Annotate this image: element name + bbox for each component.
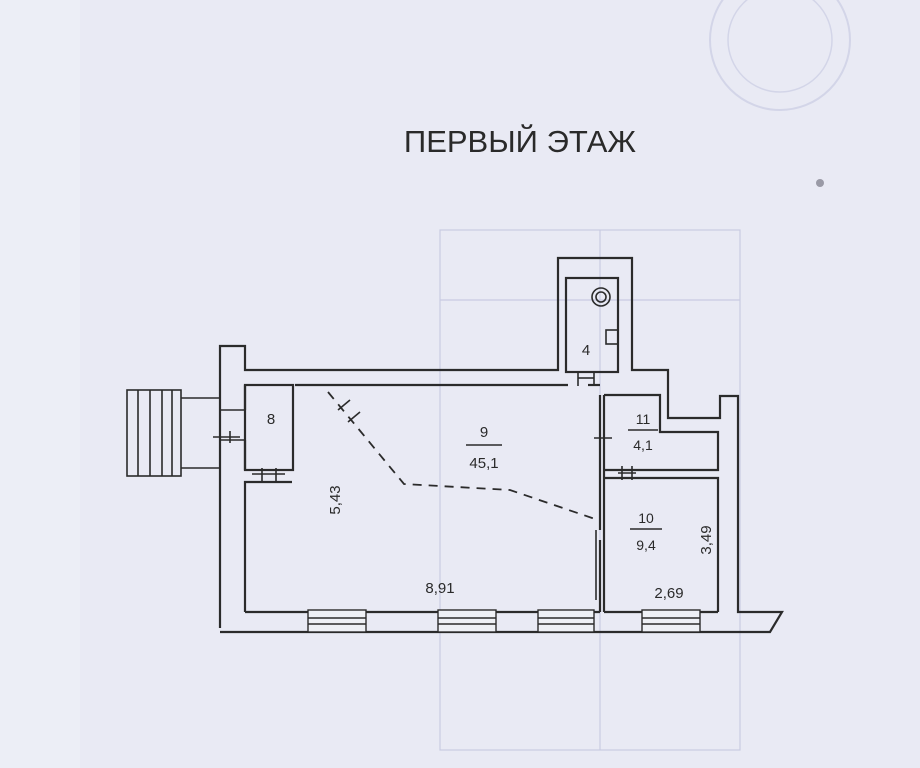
entrance-stairs xyxy=(126,389,220,477)
dashed-boundary xyxy=(327,391,599,521)
room-4-walls xyxy=(564,276,620,386)
room-9-area: 45,1 xyxy=(469,455,498,472)
room-4-number: 4 xyxy=(582,342,590,359)
room-9-number: 9 xyxy=(480,424,488,441)
room-8-number: 8 xyxy=(267,411,275,428)
windows xyxy=(307,609,701,633)
room-10-number: 10 xyxy=(638,510,654,526)
room-10-height-dimension: 3,49 xyxy=(698,525,715,554)
room-10-width-dimension: 2,69 xyxy=(654,585,683,602)
room-8-walls xyxy=(213,383,295,482)
room-11-number: 11 xyxy=(636,411,651,427)
room-11-area: 4,1 xyxy=(633,437,653,453)
right-partition xyxy=(594,393,720,612)
room-10-area: 9,4 xyxy=(636,537,656,553)
hall-height-dimension: 5,43 xyxy=(327,485,344,514)
hall-width-dimension: 8,91 xyxy=(425,580,454,597)
plan-title: ПЕРВЫЙ ЭТАЖ xyxy=(404,123,637,159)
